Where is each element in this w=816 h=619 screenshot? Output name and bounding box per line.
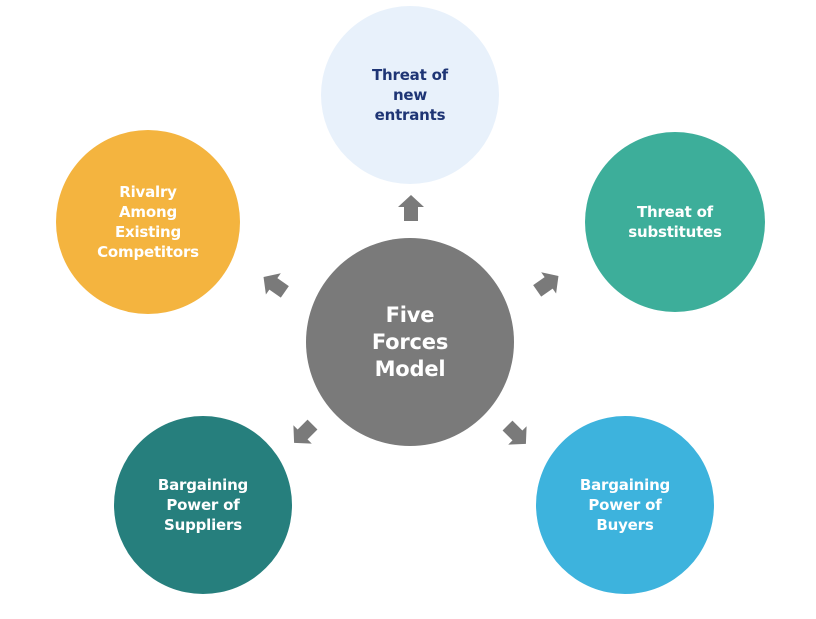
force-bargaining-power-of-buyers: Bargaining Power of Buyers — [536, 416, 714, 594]
force-threat-of-new-entrants: Threat of new entrants — [321, 6, 499, 184]
arrow-to-buyers — [498, 416, 536, 454]
force-rivalry-among-competitors: Rivalry Among Existing Competitors — [56, 130, 240, 314]
force-bargaining-power-of-suppliers: Bargaining Power of Suppliers — [114, 416, 292, 594]
arrow-to-substitutes — [529, 265, 566, 302]
force-label: Bargaining Power of Suppliers — [157, 476, 249, 534]
force-label: Threat of new entrants — [371, 66, 449, 124]
force-label: Threat of substitutes — [628, 203, 722, 241]
arrow-to-suppliers — [284, 415, 322, 453]
arrow-to-new-entrants — [398, 195, 424, 221]
center-label: Five Forces Model — [371, 302, 449, 381]
arrow-to-rivalry — [256, 266, 293, 303]
force-threat-of-substitutes: Threat of substitutes — [585, 132, 765, 312]
force-label: Rivalry Among Existing Competitors — [97, 183, 199, 261]
force-label: Bargaining Power of Buyers — [579, 476, 671, 534]
center-five-forces-model: Five Forces Model — [306, 238, 514, 446]
